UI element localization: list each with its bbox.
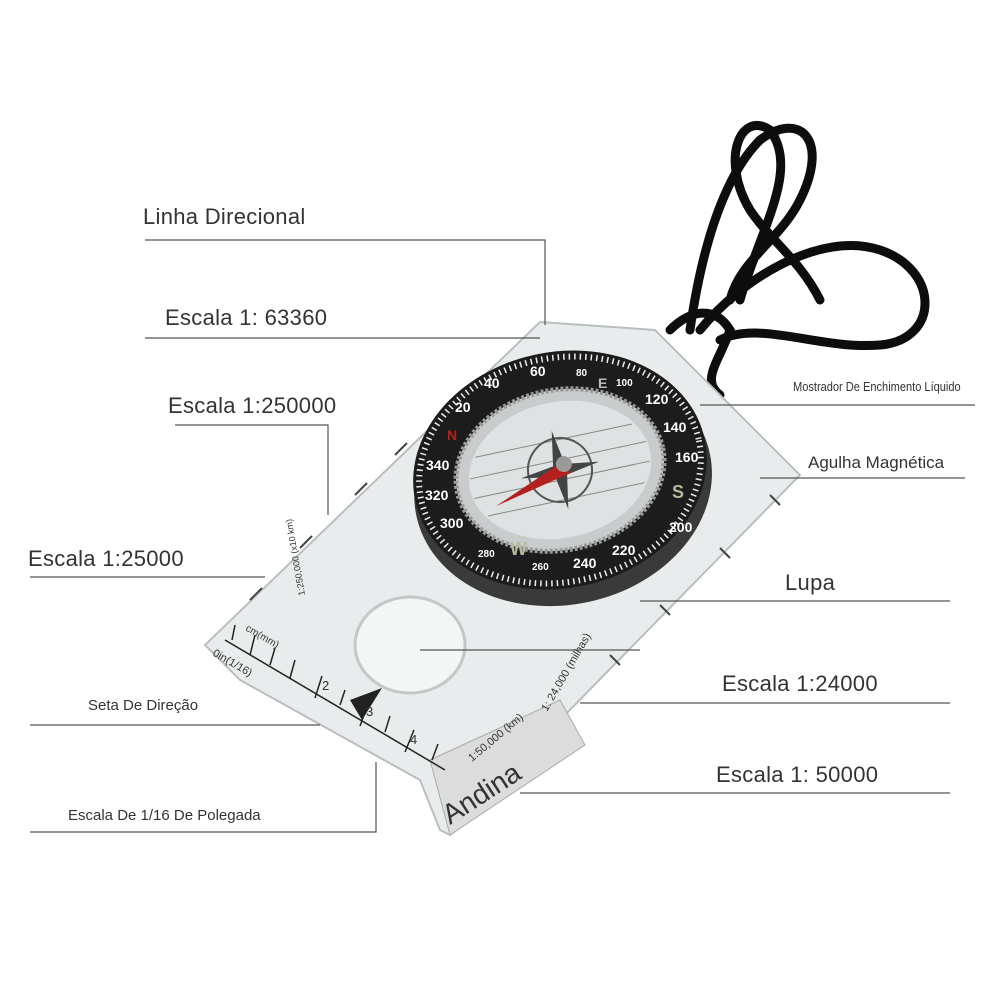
compass-dial [413, 350, 712, 607]
label-directional-line: Linha Direcional [143, 204, 306, 229]
svg-text:260: 260 [532, 562, 549, 573]
direction-arrow-icon [350, 688, 382, 720]
leader-lines [30, 239, 975, 833]
lanyard-cord [665, 121, 930, 400]
svg-text:W: W [510, 539, 527, 559]
label-scale-250000: Escala 1:250000 [168, 393, 337, 418]
magnetic-needle [496, 461, 571, 507]
svg-text:340: 340 [426, 457, 450, 473]
label-scale-25000: Escala 1:25000 [28, 546, 184, 571]
label-scale-63360: Escala 1: 63360 [165, 305, 328, 330]
svg-text:40: 40 [484, 375, 500, 391]
label-scale-50000: Escala 1: 50000 [716, 762, 879, 787]
brand-strip [429, 699, 586, 836]
svg-text:100: 100 [616, 378, 633, 389]
svg-text:160: 160 [675, 449, 699, 465]
label-magnetic-needle: Agulha Magnética [808, 453, 945, 472]
svg-text:140: 140 [663, 419, 687, 435]
side-scale-ticks [249, 442, 781, 666]
svg-text:S: S [672, 482, 684, 502]
label-liquid-dial: Mostrador De Enchimento Líquido [793, 379, 961, 394]
svg-text:120: 120 [645, 391, 669, 407]
ruler-number: 2 [322, 678, 329, 693]
svg-text:60: 60 [530, 363, 546, 379]
label-scale-24000: Escala 1:24000 [722, 671, 878, 696]
svg-text:20: 20 [455, 399, 471, 415]
svg-text:E: E [598, 375, 607, 391]
svg-text:240: 240 [573, 555, 597, 571]
label-direction-arrow: Seta De Direção [88, 697, 199, 714]
svg-text:200: 200 [669, 519, 693, 535]
label-magnifier: Lupa [785, 570, 836, 595]
svg-text:220: 220 [612, 542, 636, 558]
svg-text:280: 280 [478, 549, 495, 560]
ruler-number: 4 [410, 732, 417, 747]
label-inch-scale: Escala De 1/16 De Polegada [68, 807, 261, 824]
magnifier-lens [353, 595, 467, 695]
svg-text:320: 320 [425, 487, 449, 503]
svg-text:80: 80 [576, 368, 588, 379]
svg-text:N: N [447, 427, 457, 443]
ruler-number: 3 [366, 704, 373, 719]
svg-text:300: 300 [440, 515, 464, 531]
